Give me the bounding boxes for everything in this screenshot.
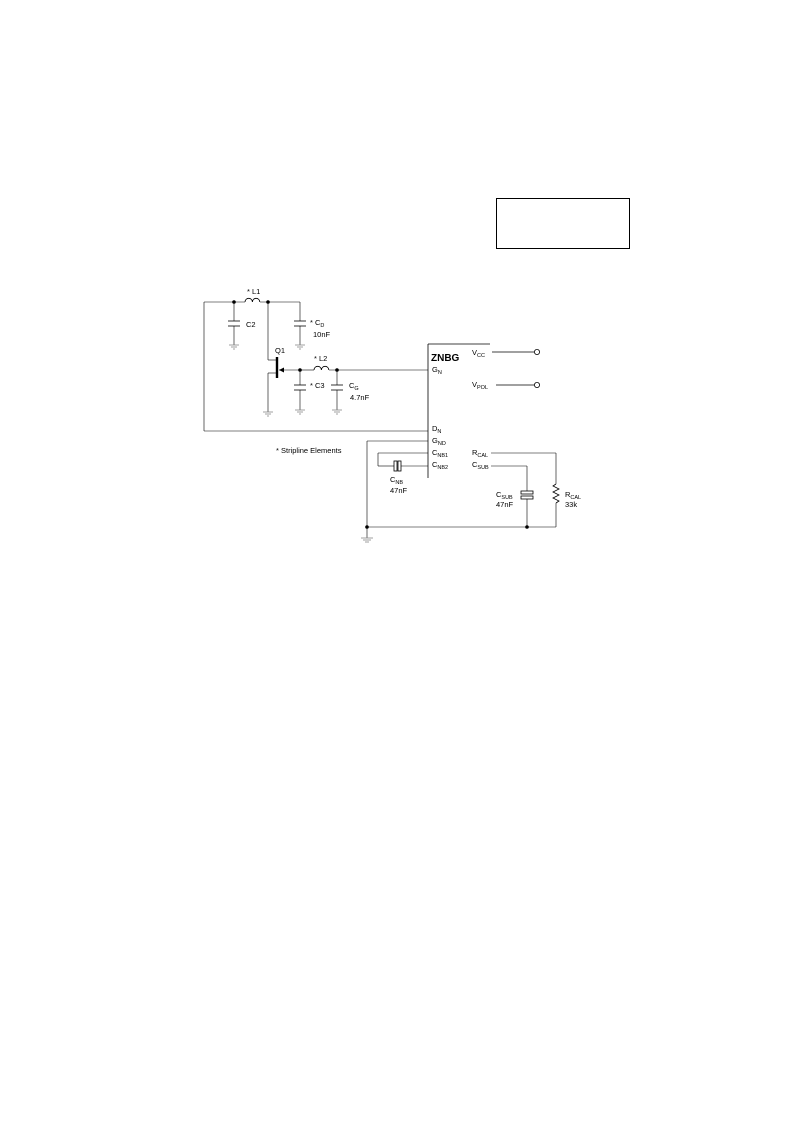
empty-label-box: [496, 198, 630, 249]
csub-capacitor: [491, 465, 534, 527]
vcc-terminal: [492, 348, 541, 355]
vpol-terminal-icon: [534, 381, 541, 388]
c3-capacitor: [294, 370, 306, 415]
cnb-value: 47nF: [390, 486, 408, 495]
rcal-value: 33k: [565, 500, 577, 509]
pin-dn-label: DN: [432, 424, 441, 435]
csub-value: 47nF: [496, 500, 514, 509]
znbg-chip: ZNBG: [427, 343, 490, 478]
pin-vpol-label: VPOL: [472, 380, 488, 391]
cd-value: 10nF: [313, 330, 331, 339]
pin-cnb2-label: CNB2: [432, 460, 448, 471]
cg-value: 4.7nF: [350, 393, 370, 402]
pin-rcal-label: RCAL: [472, 448, 488, 459]
cnb-capacitor: [377, 452, 428, 472]
rcal-network: [491, 452, 560, 527]
cd-capacitor: [294, 302, 306, 350]
cd-label: * CD: [310, 318, 324, 329]
gate-line: [298, 368, 428, 372]
rcal-label: RCAL: [565, 490, 581, 501]
pin-csub-label: CSUB: [472, 460, 489, 471]
c2-capacitor: [228, 302, 240, 350]
cg-capacitor: [331, 370, 343, 415]
csub-capacitor-icon: [520, 490, 534, 495]
pin-gnd-label: GND: [432, 436, 446, 447]
vpol-terminal: [496, 381, 541, 388]
cnb-label: CNB: [390, 475, 403, 486]
q1-transistor: [263, 302, 300, 417]
l2-inductor-icon: [313, 365, 330, 371]
gnd-line: [361, 440, 556, 543]
pin-vcc-label: VCC: [472, 348, 485, 359]
cg-label: CG: [349, 381, 359, 392]
vcc-terminal-icon: [534, 348, 541, 355]
pin-cnb1-label: CNB1: [432, 448, 448, 459]
pin-gn-label: GN: [432, 365, 442, 376]
rcal-resistor-icon: [552, 483, 560, 504]
l1-inductor-icon: [244, 297, 261, 303]
c2-label: C2: [246, 320, 256, 329]
q1-label: Q1: [275, 346, 285, 355]
stripline-note: * Stripline Elements: [276, 446, 342, 455]
l2-label: * L2: [314, 354, 327, 363]
csub-label: CSUB: [496, 490, 513, 501]
c3-label: * C3: [310, 381, 325, 390]
chip-name: ZNBG: [431, 353, 460, 364]
l1-label: * L1: [247, 287, 260, 296]
cnb-capacitor-icon: [393, 460, 398, 472]
